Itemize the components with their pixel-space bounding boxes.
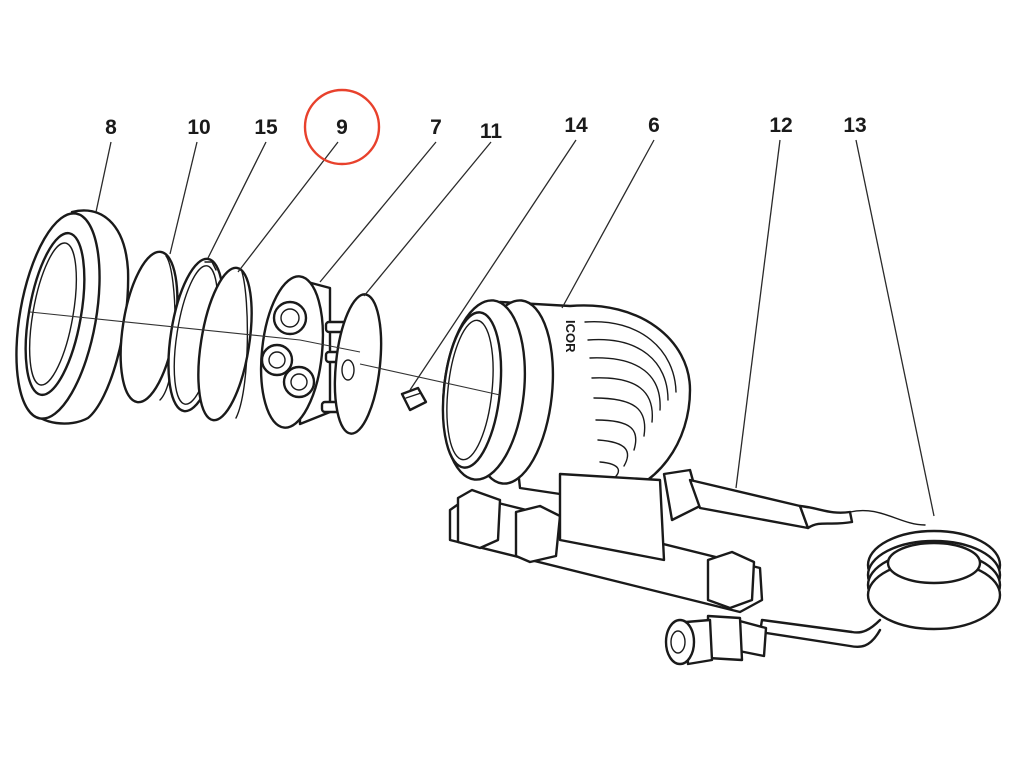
part-11-back-plate xyxy=(333,293,383,435)
mounting-bracket xyxy=(448,472,764,614)
part-13-coiled-cable xyxy=(664,509,1002,666)
leader-12 xyxy=(735,139,781,489)
callout-11: 11 xyxy=(480,120,503,143)
callout-7: 7 xyxy=(430,116,442,139)
callout-10: 10 xyxy=(187,116,210,139)
housing-fins xyxy=(584,321,677,481)
part-8-bezel-ring xyxy=(15,209,130,425)
callout-12: 12 xyxy=(769,114,792,137)
leader-lines xyxy=(95,139,935,517)
leader-13 xyxy=(855,139,935,517)
leader-15 xyxy=(207,141,267,259)
callout-13: 13 xyxy=(843,114,866,137)
leader-14 xyxy=(409,139,577,391)
housing-brand-mark: ICOR xyxy=(563,320,578,353)
part-9-gasket xyxy=(197,266,253,422)
callout-labels: 8 10 15 9 7 11 14 6 12 13 xyxy=(105,114,867,143)
part-12-cable-gland xyxy=(662,468,854,530)
leader-10 xyxy=(169,141,198,255)
leader-7 xyxy=(319,141,437,283)
leader-8 xyxy=(95,141,112,213)
leader-9 xyxy=(237,141,339,273)
cable-connector xyxy=(664,614,768,666)
part-7-reflector-holder xyxy=(259,275,368,429)
callout-8: 8 xyxy=(105,116,117,139)
assembly-axis-line xyxy=(29,311,501,396)
callout-9: 9 xyxy=(336,116,348,139)
leader-11 xyxy=(363,141,492,297)
callout-14: 14 xyxy=(564,114,588,137)
callout-15: 15 xyxy=(254,116,278,139)
callout-6: 6 xyxy=(648,114,660,137)
leader-6 xyxy=(561,139,655,309)
part-14-screw xyxy=(400,386,428,412)
highlight-circle-callout-9 xyxy=(303,88,381,166)
part-6-housing: ICOR xyxy=(441,299,692,502)
